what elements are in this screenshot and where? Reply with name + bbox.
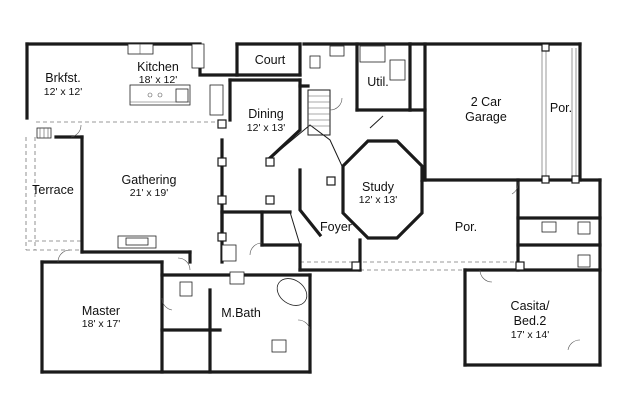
casita-name-line2: Bed.2 — [514, 314, 547, 328]
dining-size: 12' x 13' — [247, 122, 285, 134]
kitchen-name: Kitchen — [137, 60, 179, 74]
master-bath-name: M.Bath — [221, 306, 261, 320]
stair — [307, 89, 331, 136]
room-labels: Brkfst. 12' x 12' Kitchen 18' x 12' Cour… — [32, 53, 572, 341]
study-name: Study — [362, 180, 395, 194]
kitchen-fixtures — [127, 43, 224, 116]
powder-bath-fixtures — [309, 45, 406, 81]
terrace-name: Terrace — [32, 183, 74, 197]
columns — [217, 43, 580, 271]
garage-porch-outline — [541, 48, 577, 180]
garage-porch-name: Por. — [550, 101, 572, 115]
foyer-name: Foyer — [320, 220, 352, 234]
kitchen-size: 18' x 12' — [139, 74, 177, 86]
terrace-grill — [36, 127, 52, 139]
garage-name-line2: Garage — [465, 110, 507, 124]
terrace-outline — [25, 121, 220, 251]
fireplace — [117, 235, 157, 249]
door-swings — [57, 97, 581, 351]
casita-size: 17' x 14' — [511, 329, 549, 341]
casita-bath-fixtures — [541, 221, 591, 268]
breakfast-name: Brkfst. — [45, 71, 80, 85]
walls — [25, 42, 602, 374]
garage-name-line1: 2 Car — [471, 95, 502, 109]
master-name: Master — [82, 304, 120, 318]
study-octagon-wall — [341, 139, 424, 240]
dining-name: Dining — [248, 107, 283, 121]
entry-porch-name: Por. — [455, 220, 477, 234]
util-name: Util. — [367, 75, 389, 89]
gathering-size: 21' x 19' — [130, 187, 168, 199]
master-size: 18' x 17' — [82, 318, 120, 330]
angled-walls — [267, 84, 384, 246]
casita-name-line1: Casita/ — [511, 299, 550, 313]
breakfast-size: 12' x 12' — [44, 86, 82, 98]
master-bath-fixtures — [179, 244, 308, 353]
court-name: Court — [255, 53, 286, 67]
study-size: 12' x 13' — [359, 194, 397, 206]
gathering-name: Gathering — [122, 173, 177, 187]
